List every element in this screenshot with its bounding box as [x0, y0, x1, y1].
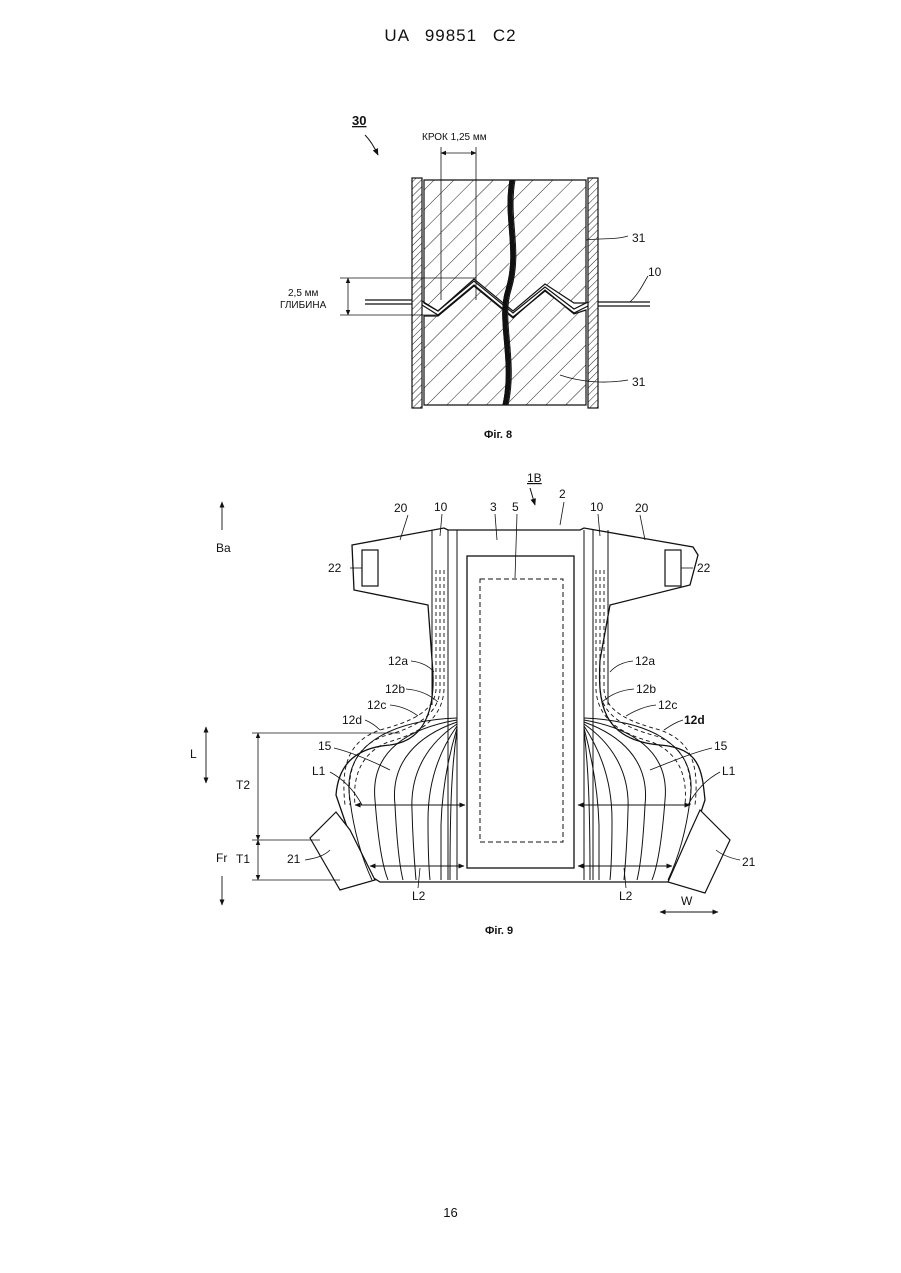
fig9-label-10-left: 10 [434, 500, 448, 514]
fig9-label-10-right: 10 [590, 500, 604, 514]
fig9-ref-1B: 1B [527, 471, 542, 485]
fig9-label-12d-left: 12d [342, 713, 362, 727]
fig9-label-L: L [190, 747, 197, 761]
fig9-label-Fr: Fr [216, 851, 227, 865]
figure-9: 1B [190, 471, 756, 937]
fig9-caption: Фіг. 9 [485, 925, 513, 937]
fig9-label-21-left: 21 [287, 852, 301, 866]
fig9-label-15-left: 15 [318, 739, 332, 753]
fig9-right-wing-21 [668, 810, 730, 893]
fig8-left-wall [412, 178, 422, 408]
fig9-label-5: 5 [512, 500, 519, 514]
fig8-label-31-top: 31 [632, 231, 646, 245]
page-number: 16 [0, 1205, 901, 1220]
fig8-pitch-label: КРОК 1,25 мм [422, 132, 487, 143]
fig9-left-tape-22 [362, 550, 378, 586]
fig9-label-12d-right: 12d [684, 713, 705, 727]
fig9-label-Ba: Ba [216, 541, 231, 555]
fig8-caption: Фіг. 8 [484, 429, 512, 441]
figure-8: 30 КРОК 1,25 мм 2,5 мм ГЛИБИНА 31 31 [280, 113, 662, 441]
fig8-label-31-bottom: 31 [632, 375, 646, 389]
fig8-depth-label-2: ГЛИБИНА [280, 300, 327, 311]
fig9-label-T1: T1 [236, 852, 250, 866]
fig8-depth-label-1: 2,5 мм [288, 288, 319, 299]
fig9-right-tape-22 [665, 550, 681, 586]
fig9-label-L2-right: L2 [619, 889, 633, 903]
fig9-label-12a-left: 12a [388, 654, 408, 668]
fig9-label-22-right: 22 [697, 561, 711, 575]
fig9-label-12b-left: 12b [385, 682, 405, 696]
fig9-label-T2: T2 [236, 778, 250, 792]
fig8-right-wall [588, 178, 598, 408]
fig9-absorbent-core-3 [467, 556, 574, 868]
fig8-ref-30: 30 [352, 113, 366, 128]
fig9-left-wing-21 [310, 812, 375, 890]
fig9-label-W: W [681, 894, 693, 908]
fig9-label-12c-left: 12c [367, 698, 386, 712]
fig9-label-L1-right: L1 [722, 764, 736, 778]
fig9-right-fan-lines [584, 718, 691, 880]
fig9-label-20-right: 20 [635, 501, 649, 515]
fig9-label-2: 2 [559, 487, 566, 501]
fig9-label-12b-right: 12b [636, 682, 656, 696]
fig9-label-12a-right: 12a [635, 654, 655, 668]
fig9-label-20-left: 20 [394, 501, 408, 515]
fig8-label-10: 10 [648, 265, 662, 279]
fig9-label-L1-left: L1 [312, 764, 326, 778]
fig8-ref-30-arrow [365, 135, 378, 155]
fig9-label-15-right: 15 [714, 739, 728, 753]
fig8-leader-10 [630, 276, 648, 302]
fig9-ref-1B-arrow [530, 488, 535, 505]
fig9-label-L2-left: L2 [412, 889, 426, 903]
fig9-label-12c-right: 12c [658, 698, 677, 712]
fig9-label-3: 3 [490, 500, 497, 514]
fig9-label-22-left: 22 [328, 561, 342, 575]
fig9-label-21-right: 21 [742, 855, 756, 869]
